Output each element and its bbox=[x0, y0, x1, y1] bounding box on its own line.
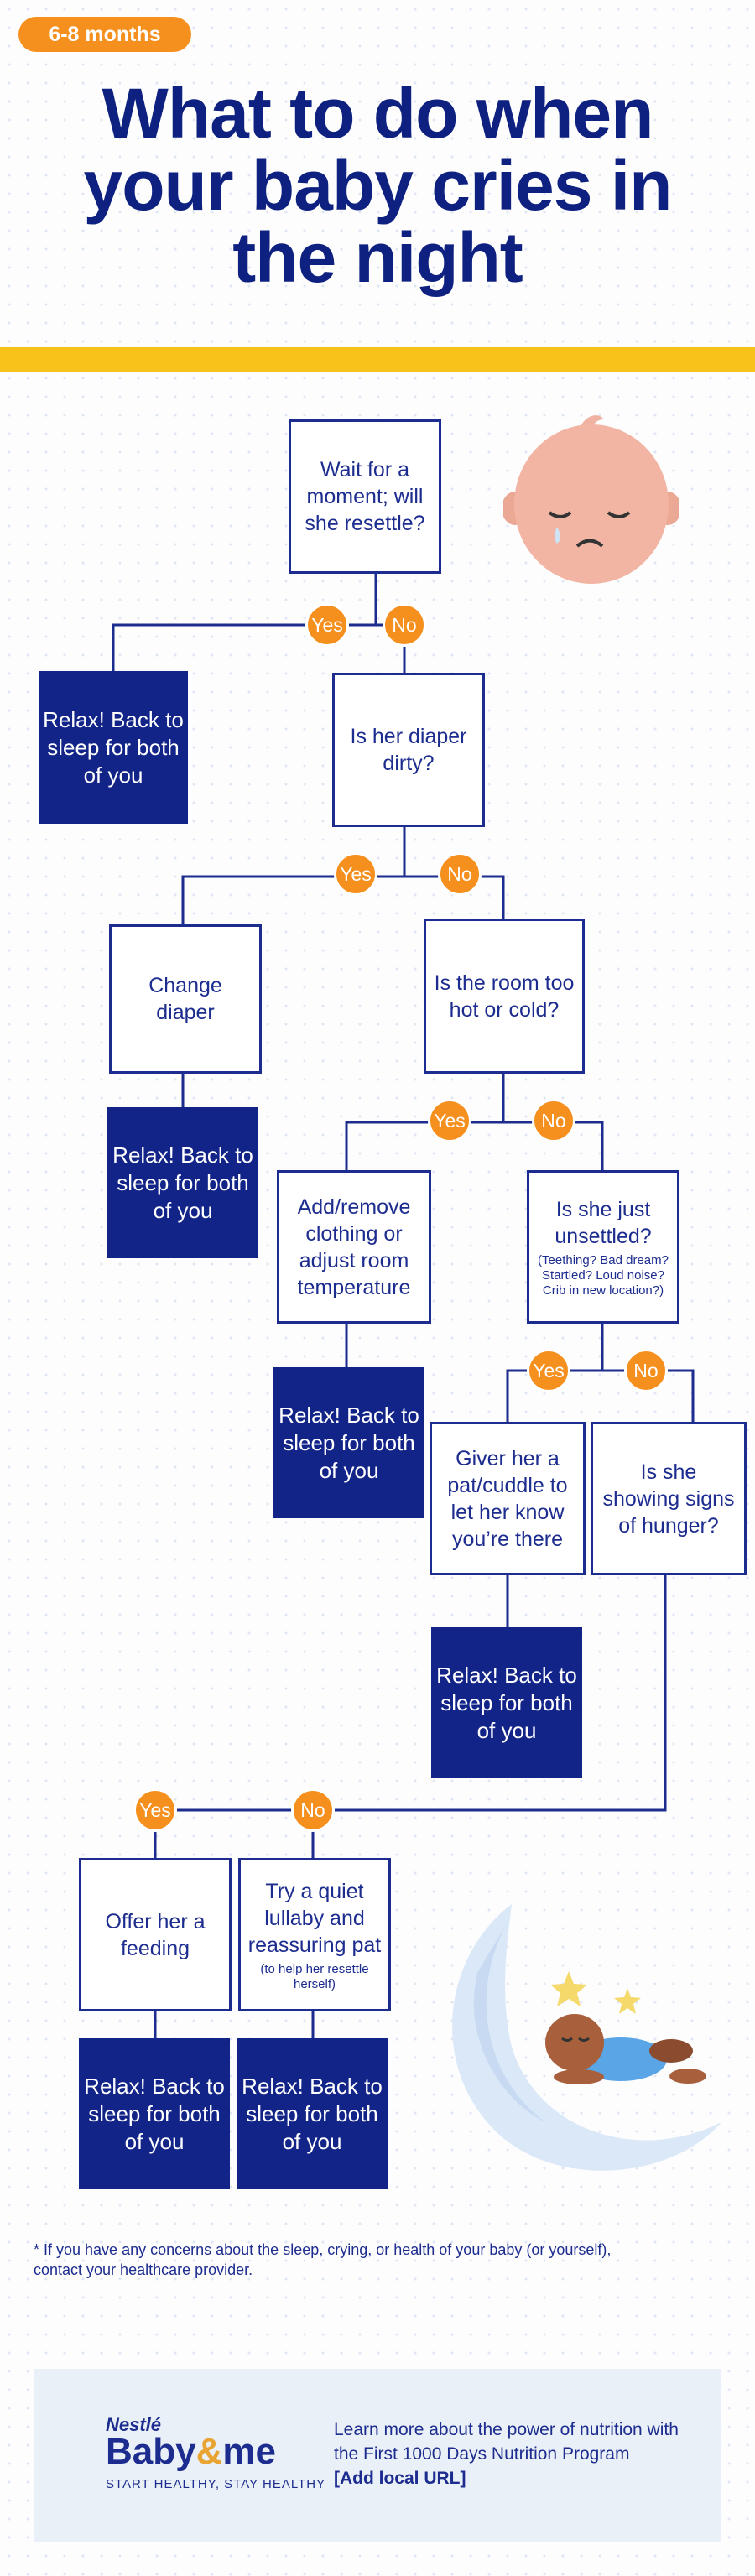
action-lullaby-note: (to help her resettle herself) bbox=[260, 1961, 369, 1991]
question-unsettled: Is she just unsettled? (Teething? Bad dr… bbox=[527, 1170, 680, 1324]
page-title: What to do when your baby cries in the n… bbox=[50, 77, 705, 294]
question-resettle-text: Wait for a moment; will she resettle? bbox=[305, 458, 425, 535]
relax-box: Relax! Back to sleep for both of you bbox=[39, 671, 188, 824]
footer-panel bbox=[34, 2369, 721, 2542]
footer-url-link[interactable]: [Add local URL] bbox=[334, 2469, 466, 2488]
brand-tagline: START HEALTHY, STAY HEALTHY bbox=[106, 2477, 326, 2491]
action-lullaby: Try a quiet lullaby and reassuring pat (… bbox=[238, 1858, 391, 2011]
yes-badge: Yes bbox=[305, 603, 349, 647]
footer-learn-text: Learn more about the power of nutrition … bbox=[334, 2420, 679, 2464]
relax-box: Relax! Back to sleep for both of you bbox=[237, 2038, 388, 2189]
action-adjust-temperature: Add/remove clothing or adjust room tempe… bbox=[277, 1170, 431, 1324]
no-badge: No bbox=[532, 1099, 575, 1142]
brand-me: me bbox=[222, 2431, 276, 2472]
action-pat-cuddle-text: Giver her a pat/cuddle to let her know y… bbox=[447, 1446, 568, 1551]
title-line-2: your baby cries in bbox=[83, 146, 673, 225]
question-resettle: Wait for a moment; will she resettle? bbox=[289, 419, 441, 574]
flow-connectors bbox=[112, 574, 695, 2038]
age-badge: 6-8 months bbox=[18, 17, 191, 52]
no-badge: No bbox=[624, 1349, 668, 1392]
title-line-1: What to do when bbox=[102, 74, 654, 153]
no-badge: No bbox=[438, 852, 482, 896]
relax-text: Relax! Back to sleep for both of you bbox=[43, 706, 184, 788]
brand-amp: & bbox=[195, 2431, 223, 2472]
action-offer-feeding: Offer her a feeding bbox=[79, 1858, 232, 2011]
relax-box: Relax! Back to sleep for both of you bbox=[273, 1367, 424, 1518]
relax-text: Relax! Back to sleep for both of you bbox=[84, 2073, 225, 2154]
question-diaper: Is her diaper dirty? bbox=[332, 673, 485, 827]
crying-baby-face-icon bbox=[503, 415, 680, 584]
relax-box: Relax! Back to sleep for both of you bbox=[431, 1627, 582, 1778]
footer-learn-more: Learn more about the power of nutrition … bbox=[334, 2417, 703, 2490]
relax-text: Relax! Back to sleep for both of you bbox=[112, 1142, 253, 1223]
action-offer-feeding-text: Offer her a feeding bbox=[105, 1909, 206, 1960]
question-diaper-text: Is her diaper dirty? bbox=[350, 725, 467, 775]
brand-baby-me-logo: Baby&me bbox=[106, 2431, 276, 2473]
sleeping-baby-moon-icon bbox=[452, 1904, 721, 2171]
brand-baby: Baby bbox=[106, 2431, 196, 2472]
question-room-temp: Is the room too hot or cold? bbox=[424, 919, 585, 1074]
question-unsettled-note: (Teething? Bad dream? Startled? Loud noi… bbox=[538, 1252, 669, 1298]
relax-text: Relax! Back to sleep for both of you bbox=[436, 1662, 577, 1743]
action-change-diaper-text: Change diaper bbox=[148, 974, 222, 1024]
question-room-temp-text: Is the room too hot or cold? bbox=[434, 971, 575, 1022]
action-change-diaper: Change diaper bbox=[109, 924, 262, 1074]
relax-box: Relax! Back to sleep for both of you bbox=[107, 1107, 258, 1258]
title-line-3: the night bbox=[232, 218, 523, 297]
question-hunger: Is she showing signs of hunger? bbox=[591, 1422, 747, 1575]
yes-badge: Yes bbox=[334, 852, 378, 896]
yes-badge: Yes bbox=[133, 1788, 177, 1832]
no-badge: No bbox=[291, 1788, 335, 1832]
question-hunger-text: Is she showing signs of hunger? bbox=[602, 1460, 735, 1538]
yes-badge: Yes bbox=[428, 1099, 471, 1142]
action-pat-cuddle: Giver her a pat/cuddle to let her know y… bbox=[430, 1422, 586, 1575]
relax-text: Relax! Back to sleep for both of you bbox=[242, 2073, 383, 2154]
brand-nestle-logo: Nestlé bbox=[106, 2414, 162, 2435]
question-unsettled-text: Is she just unsettled? bbox=[555, 1197, 652, 1248]
relax-box: Relax! Back to sleep for both of you bbox=[79, 2038, 230, 2189]
yellow-divider bbox=[0, 347, 755, 372]
yes-badge: Yes bbox=[527, 1349, 570, 1392]
action-adjust-temperature-text: Add/remove clothing or adjust room tempe… bbox=[297, 1194, 411, 1299]
relax-text: Relax! Back to sleep for both of you bbox=[279, 1402, 419, 1483]
action-lullaby-text: Try a quiet lullaby and reassuring pat bbox=[247, 1879, 382, 1957]
healthcare-note: * If you have any concerns about the sle… bbox=[34, 2241, 612, 2278]
no-badge: No bbox=[383, 603, 426, 647]
